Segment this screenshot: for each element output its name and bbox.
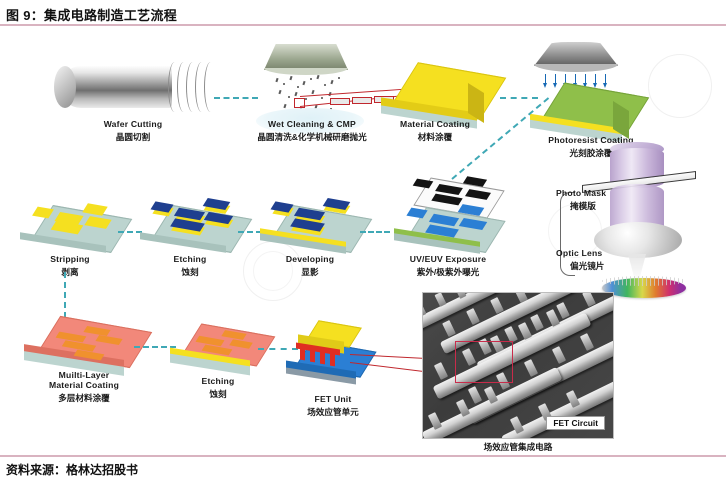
source-rule <box>0 455 726 457</box>
caption-cn: 蚀刻 <box>181 266 199 277</box>
connector-multilayer-to-etching <box>134 346 176 348</box>
figure-title: 图 9：集成电路制造工艺流程 <box>6 8 178 23</box>
caption-en-2: Material Coating <box>48 380 120 391</box>
connector-coating-to-photoresist <box>500 97 538 99</box>
caption-wafer-cutting: Wafer Cutting 晶圆切割 <box>68 119 198 142</box>
connector-exposure-to-developing <box>360 231 390 233</box>
connector-etching-to-fet-unit <box>258 348 298 350</box>
caption-cn: 晶圆切割 <box>115 131 151 142</box>
watermark-ring <box>548 204 602 258</box>
spray-nozzle-underside <box>264 68 348 75</box>
caption-cn: 场效应管集成电路 <box>483 442 553 452</box>
connector-stripping-to-multilayer <box>64 272 66 328</box>
figure-source: 资料来源：格林达招股书 <box>6 463 139 477</box>
caption-etching-row3: Etching 蚀刻 <box>168 376 268 399</box>
connector-etching-to-stripping <box>118 231 142 233</box>
connector-developing-to-etching <box>238 231 262 233</box>
caption-material-coating: Material Coating 材料涂覆 <box>375 119 495 142</box>
caption-en: Etching <box>201 376 235 386</box>
caption-cn: 材料涂覆 <box>417 131 453 142</box>
caption-etching-row2: Etching 蚀刻 <box>140 254 240 277</box>
caption-cn: 场效应管单元 <box>307 406 359 417</box>
caption-en: Stripping <box>50 254 90 264</box>
fet-circuit-label: FET Circuit <box>546 416 605 430</box>
caption-fet-unit: FET Unit 场效应管单元 <box>278 394 388 417</box>
spray-nozzle-icon <box>264 44 348 70</box>
caption-cn: 剥离 <box>61 266 79 277</box>
caption-cn: 蚀刻 <box>209 388 227 399</box>
caption-en: UV/EUV Exposure <box>409 254 487 264</box>
caption-multilayer-coating: Muilti-Layer Material Coating 多层材料涂覆 <box>14 370 154 403</box>
title-rule <box>0 24 726 26</box>
caption-cn: 紫外/极紫外曝光 <box>416 266 480 277</box>
caption-stripping: Stripping 剥离 <box>20 254 120 277</box>
caption-uv-euv-exposure: UV/EUV Exposure 紫外/极紫外曝光 <box>378 254 518 277</box>
caption-en: Muilti-Layer <box>58 370 110 380</box>
caption-en: FET Unit <box>314 394 352 404</box>
caption-en: Etching <box>173 254 207 264</box>
caption-en: Wafer Cutting <box>103 119 163 129</box>
watermark-ring <box>648 54 712 118</box>
sem-highlight-box <box>455 341 513 383</box>
connector-cut-to-clean <box>214 97 258 99</box>
watermark-ring <box>253 251 293 291</box>
diagram-canvas: Wafer Cutting 晶圆切割 Wet Cleaning & CMP 晶圆… <box>0 26 726 454</box>
caption-fet-circuit: 场效应管集成电路 <box>448 440 588 453</box>
optic-lens-ball <box>594 222 682 258</box>
caption-cn: 多层材料涂覆 <box>58 392 110 403</box>
fet-circuit-sem-image: FET Circuit <box>423 293 613 438</box>
